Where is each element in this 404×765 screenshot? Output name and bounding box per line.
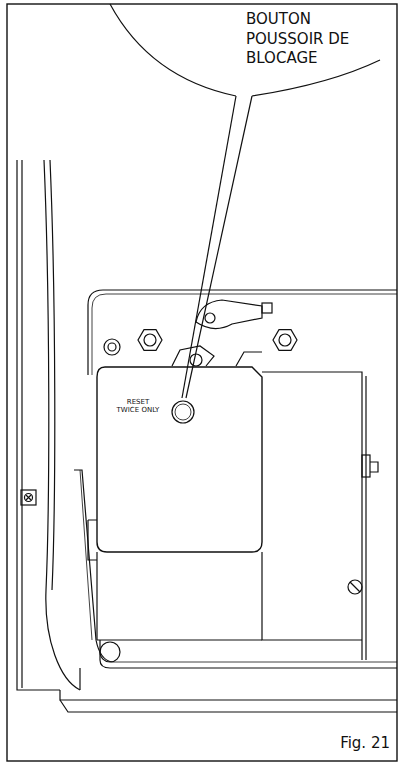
figure-caption: Fig. 21 bbox=[320, 734, 390, 752]
callout-label: BOUTON POUSSOIR DE BLOCAGE bbox=[246, 10, 372, 69]
control-marking: RESET TWICE ONLY bbox=[116, 398, 160, 415]
